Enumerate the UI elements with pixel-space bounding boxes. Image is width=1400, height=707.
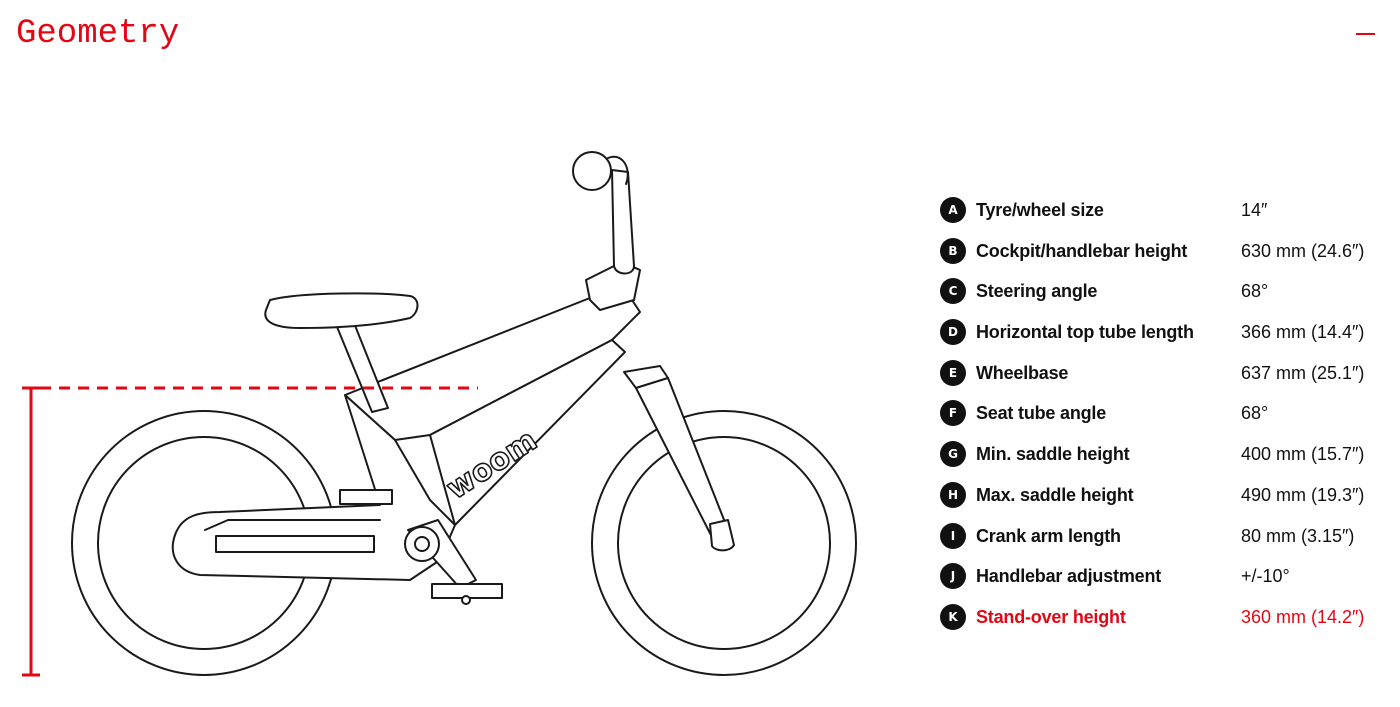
spec-row: A Tyre/wheel size 14″ xyxy=(940,196,1380,237)
chain-guard-slot-1 xyxy=(215,535,375,553)
section-title: Geometry xyxy=(16,15,180,53)
spec-letter-badge: C xyxy=(940,278,966,305)
spec-letter-badge: D xyxy=(940,319,966,346)
spec-row: D Horizontal top tube length 366 mm (14.4″… xyxy=(940,318,1380,359)
collapse-button[interactable] xyxy=(1354,23,1376,45)
front-wheel xyxy=(591,410,857,676)
spec-row: I Crank arm length 80 mm (3.15″) xyxy=(940,522,1380,563)
spec-value: 80 mm (3.15″) xyxy=(1241,525,1355,546)
spec-value: 400 mm (15.7″) xyxy=(1241,444,1365,465)
spec-value: 360 mm (14.2″) xyxy=(1241,606,1365,627)
minus-icon xyxy=(1356,33,1375,35)
geometry-spec-table: A Tyre/wheel size 14″ B Cockpit/handlebar he… xyxy=(940,196,1380,644)
spec-value: 14″ xyxy=(1241,200,1268,220)
bike-geometry-diagram: woom xyxy=(22,151,857,677)
spec-value: +/-10° xyxy=(1241,566,1290,587)
spec-row: G Min. saddle height 400 mm (15.7″) xyxy=(940,440,1380,481)
spec-label: Seat tube angle xyxy=(976,403,1107,424)
crank xyxy=(404,519,477,589)
spec-row: F Seat tube angle 68° xyxy=(940,399,1380,440)
saddle xyxy=(264,292,419,329)
bike-frame xyxy=(171,291,641,581)
spec-value: 366 mm (14.4″) xyxy=(1241,322,1365,343)
spec-letter-badge: H xyxy=(940,481,966,508)
spec-row: J Handlebar adjustment +/-10° xyxy=(940,562,1380,603)
spec-letter-badge: F xyxy=(940,400,966,427)
spec-value: 637 mm (25.1″) xyxy=(1241,362,1365,383)
spec-label: Wheelbase xyxy=(976,362,1069,383)
spec-label: Handlebar adjustment xyxy=(976,566,1162,587)
spec-label: Stand-over height xyxy=(976,606,1126,627)
spec-value: 490 mm (19.3″) xyxy=(1241,484,1365,505)
spec-label: Cockpit/handlebar height xyxy=(976,240,1188,261)
spec-letter-badge: K xyxy=(940,603,966,630)
spec-value: 68° xyxy=(1241,281,1269,302)
spec-label: Min. saddle height xyxy=(976,444,1130,465)
spec-letter-badge: I xyxy=(940,522,966,549)
spec-value: 68° xyxy=(1241,403,1269,424)
spec-letter-badge: J xyxy=(940,563,966,590)
fork xyxy=(623,365,735,552)
spec-letter-badge: A xyxy=(940,197,966,223)
spec-value: 630 mm (24.6″) xyxy=(1241,240,1365,261)
stand-over-height-indicator xyxy=(22,386,478,677)
spec-letter-badge: B xyxy=(940,237,966,264)
spec-label: Max. saddle height xyxy=(976,484,1134,505)
spec-letter-badge: E xyxy=(940,359,966,386)
chain-guard-slot-2 xyxy=(339,489,393,505)
spec-row: B Cockpit/handlebar height 630 mm (24.6″) xyxy=(940,237,1380,278)
spec-row: H Max. saddle height 490 mm (19.3″) xyxy=(940,481,1380,522)
handlebar xyxy=(572,151,635,275)
spec-label: Tyre/wheel size xyxy=(976,200,1104,220)
spec-label: Steering angle xyxy=(976,281,1098,302)
spec-row: C Steering angle 68° xyxy=(940,277,1380,318)
spec-label: Horizontal top tube length xyxy=(976,322,1194,343)
spec-letter-badge: G xyxy=(940,441,966,468)
spec-row: E Wheelbase 637 mm (25.1″) xyxy=(940,359,1380,400)
spec-row: K Stand-over height 360 mm (14.2″) xyxy=(940,603,1380,644)
spec-label: Crank arm length xyxy=(976,525,1121,546)
